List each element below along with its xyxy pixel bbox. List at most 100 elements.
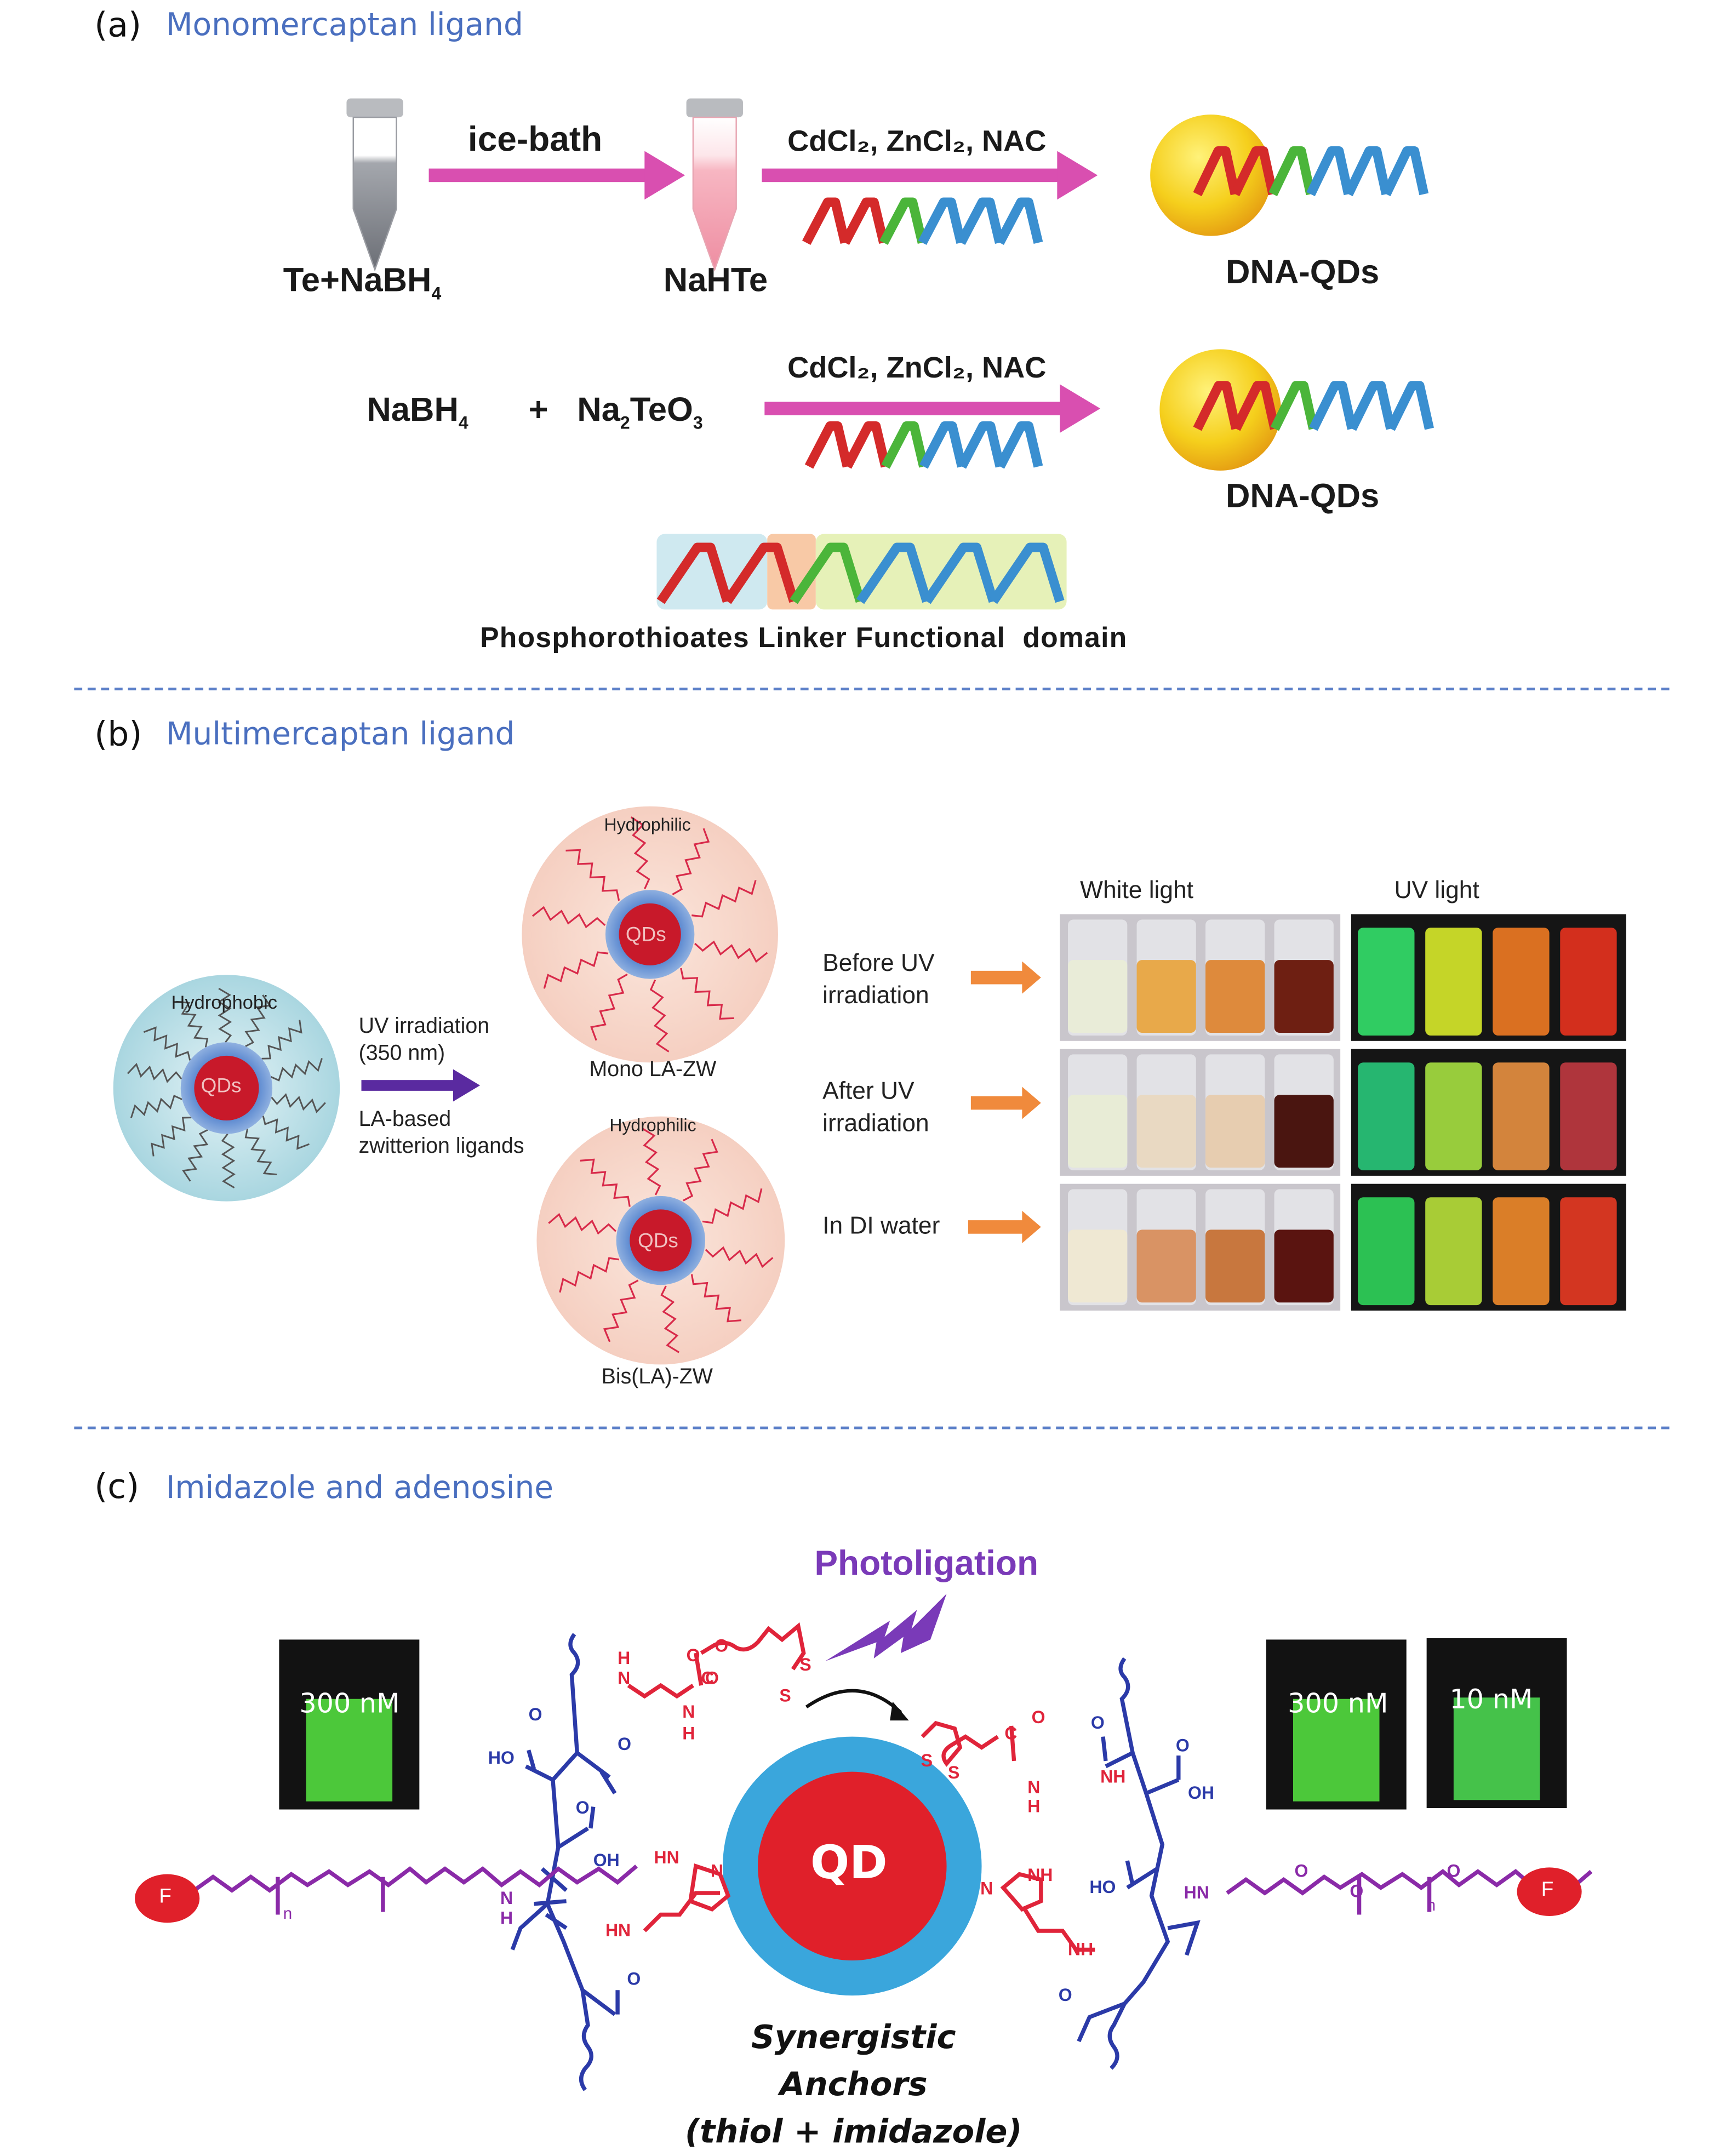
hydrophobic-ligand [270, 1058, 323, 1082]
bis-la-zw-ligand [559, 1257, 619, 1293]
bis-hydrophilic-label: Hydrophilic [609, 1115, 696, 1136]
vial-liquid [1205, 1095, 1265, 1168]
row-arrow-before [970, 961, 1041, 994]
qd-core [758, 1771, 947, 1961]
qd-core-label-1: QDs [201, 1074, 242, 1098]
mono-la-zw-ligand [694, 940, 768, 963]
bis-la-zw-ligand [548, 1213, 616, 1235]
atom-label-left: C [701, 1668, 714, 1689]
atom-label-left: O [575, 1797, 590, 1818]
atom-label-right: O [1031, 1707, 1045, 1728]
vial-label-left-300nm: 300 nM [299, 1686, 400, 1719]
vial-liquid [1274, 1095, 1334, 1168]
bis-la-zw-ligand [702, 1188, 763, 1224]
atom-label-right: HN [1184, 1882, 1209, 1903]
qd-core-label-3: QDs [638, 1229, 678, 1253]
left-peg-chain [193, 1865, 638, 1915]
hydrophobic-label: Hydrophobic [171, 991, 277, 1013]
vial-left-300nm [279, 1639, 420, 1810]
panel-a-diagram [346, 98, 1434, 610]
bis-la-zw-ligand [705, 1246, 774, 1268]
vial-liquid [1068, 1095, 1128, 1168]
vial-liquid [1205, 1229, 1265, 1303]
bis-la-zw-ligand [683, 1139, 718, 1202]
qd-core-label-2: QDs [625, 923, 666, 947]
atom-label-right: O [1175, 1735, 1190, 1756]
panel-c-title: Imidazole and adenosine [165, 1471, 554, 1506]
atom-label-right: O [1294, 1861, 1308, 1881]
vial-fluorescence [1358, 928, 1415, 1036]
dna-strand-qd-2 [1193, 381, 1434, 431]
dna-strand-reagent-1 [802, 197, 1043, 245]
atom-label-right: H [1027, 1795, 1041, 1816]
atom-label-right: S [921, 1750, 933, 1771]
reactant-na2teo3: Na2TeO3 [577, 391, 703, 433]
step-ice-bath-label: ice-bath [467, 118, 603, 159]
divider-a-b [74, 688, 1670, 690]
atom-label-right: NH [1027, 1865, 1053, 1885]
vial-liquid [1136, 960, 1196, 1033]
left-polymer-backbone [510, 1633, 620, 2091]
row-label-water: In DI water [822, 1212, 940, 1239]
fluorophore-label-right: F [1541, 1878, 1554, 1901]
mono-caption: Mono LA-ZW [589, 1058, 717, 1082]
vial-fluorescence [1493, 1197, 1550, 1306]
start-label: Te+NaBH4 [283, 261, 442, 304]
plus-sign: + [528, 391, 548, 429]
atom-label-right: O [1350, 1880, 1364, 1901]
vial-fluorescence [1560, 928, 1617, 1036]
bis-la-zw-ligand [642, 1128, 661, 1196]
vial-liquid [1274, 960, 1334, 1033]
figure: (a) Monomercaptan ligand [74, 5, 1670, 2151]
vial-liquid [1136, 1095, 1196, 1168]
atom-label-left: N [682, 1701, 695, 1722]
atom-label-right: N [980, 1878, 993, 1898]
vial-fluorescence [1425, 1062, 1482, 1171]
atom-label-left: HO [488, 1747, 515, 1768]
peg-repeat-right: n [1426, 1896, 1436, 1915]
vial-liquid [1068, 1229, 1128, 1303]
fluorophore-right [1517, 1867, 1582, 1916]
atom-label-left: N [710, 1861, 724, 1881]
qd-label: QD [810, 1836, 888, 1891]
vial-liquid [1068, 960, 1128, 1033]
divider-b-c [74, 1426, 1670, 1429]
atom-label-right: HO [1089, 1877, 1116, 1897]
arrow-step2 [762, 151, 1098, 200]
atom-label-left: O [627, 1968, 641, 1989]
panel-a-letter: (a) [94, 5, 141, 45]
fluorophore-left [135, 1874, 200, 1923]
bis-caption: Bis(LA)-ZW [601, 1365, 713, 1389]
vial-fluorescence [1358, 1062, 1415, 1171]
atom-label-right: S [948, 1762, 960, 1783]
mono-la-zw-ligand [649, 979, 670, 1053]
atom-label-right: NH [1068, 1938, 1094, 1959]
legend-phosphorothioates: Phosphorothioates [480, 622, 750, 654]
hydrophobic-ligand [151, 1117, 192, 1157]
product-label-2: DNA-QDs [1225, 477, 1380, 516]
hydrophobic-ligand [244, 994, 271, 1048]
mono-la-zw-ligand [672, 828, 710, 895]
mono-la-zw-ligand [543, 951, 609, 989]
atom-label-right: OH [1188, 1782, 1215, 1803]
mono-la-zw-ligand [691, 880, 757, 918]
bis-la-zw-ligand [690, 1274, 741, 1323]
peg-repeat-left: n [283, 1903, 293, 1923]
left-anchors [627, 1622, 806, 1932]
mono-la-zw-ligand [531, 906, 606, 929]
hydrophobic-ligand [271, 1093, 326, 1114]
qd-particle-2 [1159, 349, 1281, 471]
reactant-nabh4: NaBH4 [367, 391, 468, 433]
row-arrow-after [970, 1086, 1041, 1119]
hydrophobic-ligand [221, 1133, 236, 1189]
mono-la-zw-ligand [680, 968, 734, 1020]
hydrophobic-ligand [217, 987, 232, 1043]
atom-label-left: O [715, 1635, 729, 1656]
tube-nahte-icon [686, 98, 743, 272]
hydrophobic-ligand [261, 1020, 302, 1060]
vial-fluorescence [1493, 928, 1550, 1036]
vial-fluorescence [1560, 1062, 1617, 1171]
ligation-arrow [805, 1689, 902, 1714]
atom-label-left: H [682, 1723, 695, 1743]
